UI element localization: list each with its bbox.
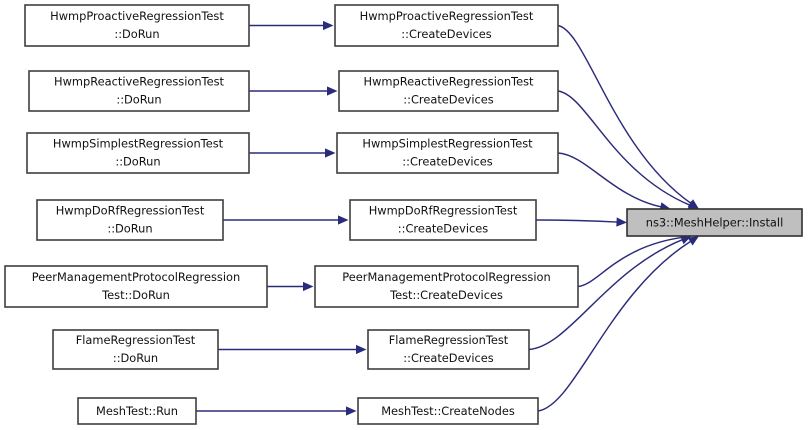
node-box[interactable]	[77, 397, 197, 425]
edge-hwmpsimplestregressiontest-dorun-to-hwmpsimplestregressiontest-createdevices	[249, 148, 336, 158]
node-label-line2: ::DoRun	[107, 222, 152, 236]
node-label-line2: ::CreateDevices	[398, 222, 488, 236]
edge-hwmpreactiveregressiontest-createdevices-to-ns3-meshhelper-install	[557, 90, 699, 210]
node-box[interactable]	[36, 199, 224, 241]
node-flameregressiontest-dorun[interactable]: FlameRegressionTest::DoRun	[52, 329, 219, 370]
node-hwmpproactiveregressiontest-dorun[interactable]: HwmpProactiveRegressionTest::DoRun	[24, 4, 250, 47]
node-label-line2: ::CreateDevices	[401, 27, 491, 41]
node-label-line1: FlameRegressionTest	[389, 333, 509, 347]
node-label-line1: HwmpReactiveRegressionTest	[364, 75, 535, 89]
node-box[interactable]	[24, 4, 250, 47]
edge-arrowhead	[356, 344, 367, 355]
node-label-line2: ::CreateDevices	[403, 351, 493, 365]
node-meshtest-createnodes[interactable]: MeshTest::CreateNodes	[357, 397, 539, 425]
node-label-line1: PeerManagementProtocolRegression	[342, 270, 550, 284]
node-box[interactable]	[349, 199, 537, 241]
edge-arrowhead	[338, 215, 349, 225]
node-peermanagementprotocolregressiontest-dorun[interactable]: PeerManagementProtocolRegressionTest::Do…	[4, 265, 268, 308]
edge-arrowhead	[327, 86, 338, 96]
node-label-line2: Test::DoRun	[101, 288, 170, 302]
node-label-line1: FlameRegressionTest	[76, 333, 196, 347]
node-box[interactable]	[338, 70, 559, 112]
node-label-line1: HwmpProactiveRegressionTest	[360, 9, 534, 23]
node-label-line2: ::CreateDevices	[403, 93, 493, 107]
node-label-line1: ns3::MeshHelper::Install	[646, 216, 784, 230]
edge-line	[577, 236, 683, 288]
node-label-line1: HwmpReactiveRegressionTest	[54, 75, 225, 89]
node-label-line1: HwmpDoRfRegressionTest	[369, 204, 518, 218]
node-label-line2: ::CreateDevices	[402, 155, 492, 169]
node-label-line1: MeshTest::CreateNodes	[381, 404, 515, 418]
edge-hwmpdorfregressiontest-dorun-to-hwmpdorfregressiontest-createdevices	[223, 215, 349, 225]
node-box[interactable]	[52, 329, 219, 370]
node-box[interactable]	[26, 132, 250, 174]
node-label-line1: HwmpDoRfRegressionTest	[56, 204, 205, 218]
edge-peermanagementprotocolregressiontest-createdevices-to-ns3-meshhelper-install	[577, 232, 693, 288]
edge-arrowhead	[323, 20, 334, 31]
edge-line	[557, 90, 691, 207]
node-box[interactable]	[367, 329, 530, 370]
edge-hwmpproactiveregressiontest-createdevices-to-ns3-meshhelper-install	[557, 24, 699, 209]
node-hwmpdorfregressiontest-dorun[interactable]: HwmpDoRfRegressionTest::DoRun	[36, 199, 224, 241]
node-label-line1: HwmpProactiveRegressionTest	[50, 9, 224, 23]
edge-line	[557, 152, 662, 208]
node-box[interactable]	[334, 4, 559, 47]
edge-arrowhead	[303, 281, 314, 292]
node-hwmpproactiveregressiontest-createdevices[interactable]: HwmpProactiveRegressionTest::CreateDevic…	[334, 4, 559, 47]
node-hwmpsimplestregressiontest-dorun[interactable]: HwmpSimplestRegressionTest::DoRun	[26, 132, 250, 174]
edge-meshtest-run-to-meshtest-createnodes	[196, 406, 357, 416]
node-box[interactable]	[357, 397, 539, 425]
node-box[interactable]	[28, 70, 250, 112]
edge-arrowhead	[687, 236, 699, 246]
node-label-line2: ::DoRun	[116, 93, 161, 107]
node-label-line2: ::DoRun	[115, 155, 160, 169]
edge-flameregressiontest-dorun-to-flameregressiontest-createdevices	[218, 344, 367, 355]
edge-line	[537, 240, 692, 412]
edge-line	[535, 219, 618, 223]
node-label-line1: HwmpSimplestRegressionTest	[53, 137, 224, 151]
edge-hwmpdorfregressiontest-createdevices-to-ns3-meshhelper-install	[535, 217, 627, 227]
node-box[interactable]	[4, 265, 268, 308]
node-hwmpreactiveregressiontest-dorun[interactable]: HwmpReactiveRegressionTest::DoRun	[28, 70, 250, 112]
edge-line	[557, 24, 692, 205]
edge-meshtest-createnodes-to-ns3-meshhelper-install	[537, 236, 699, 412]
node-hwmpdorfregressiontest-createdevices[interactable]: HwmpDoRfRegressionTest::CreateDevices	[349, 199, 537, 241]
node-peermanagementprotocolregressiontest-createdevices[interactable]: PeerManagementProtocolRegressionTest::Cr…	[314, 265, 579, 308]
node-ns3-meshhelper-install[interactable]: ns3::MeshHelper::Install	[626, 208, 803, 237]
node-layer: HwmpProactiveRegressionTest::DoRunHwmpRe…	[4, 4, 803, 425]
node-flameregressiontest-createdevices[interactable]: FlameRegressionTest::CreateDevices	[367, 329, 530, 370]
edge-peermanagementprotocolregressiontest-dorun-to-peermanagementprotocolregressiontest-createdevices	[267, 281, 314, 292]
node-label-line2: ::DoRun	[114, 27, 159, 41]
edge-arrowhead	[325, 148, 336, 158]
node-box[interactable]	[336, 132, 559, 174]
edge-hwmpproactiveregressiontest-dorun-to-hwmpproactiveregressiontest-createdevices	[249, 20, 334, 31]
edge-hwmpreactiveregressiontest-dorun-to-hwmpreactiveregressiontest-createdevices	[249, 86, 338, 96]
edge-layer	[196, 20, 699, 416]
edge-arrowhead	[687, 200, 699, 210]
node-box[interactable]	[314, 265, 579, 308]
node-label-line1: PeerManagementProtocolRegression	[32, 270, 240, 284]
target-node-box[interactable]	[626, 208, 803, 237]
node-label-line2: Test::CreateDevices	[389, 288, 503, 302]
node-label-line1: HwmpSimplestRegressionTest	[362, 137, 533, 151]
node-label-line2: ::DoRun	[113, 351, 158, 365]
node-hwmpsimplestregressiontest-createdevices[interactable]: HwmpSimplestRegressionTest::CreateDevice…	[336, 132, 559, 174]
edge-line	[528, 238, 683, 351]
node-hwmpreactiveregressiontest-createdevices[interactable]: HwmpReactiveRegressionTest::CreateDevice…	[338, 70, 559, 112]
edge-arrowhead	[616, 217, 627, 227]
edge-hwmpsimplestregressiontest-createdevices-to-ns3-meshhelper-install	[557, 152, 671, 212]
node-meshtest-run[interactable]: MeshTest::Run	[77, 397, 197, 425]
node-label-line1: MeshTest::Run	[96, 404, 178, 418]
edge-arrowhead	[346, 406, 357, 416]
